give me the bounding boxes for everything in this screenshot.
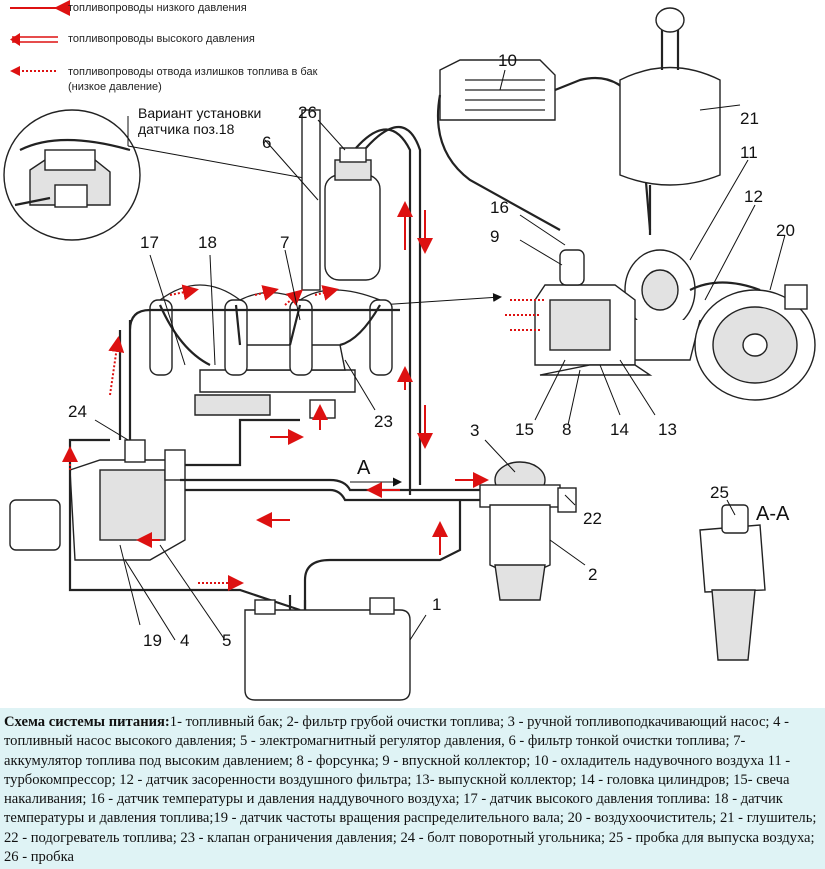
callout-5: 5	[222, 631, 231, 650]
callout-11: 11	[740, 143, 758, 162]
section-marker-label: А	[357, 457, 371, 479]
callout-14: 14	[610, 420, 629, 439]
callout-24: 24	[68, 402, 87, 421]
callout-21: 21	[740, 109, 759, 128]
callout-leaders	[94, 69, 786, 641]
callout-26: 26	[298, 103, 317, 122]
section-view-title: А-А	[756, 503, 790, 525]
callout-1: 1	[432, 595, 441, 614]
callout-10: 10	[498, 51, 517, 70]
inset-label-line1: Вариант установки	[138, 105, 261, 121]
fuel-system-diagram: топливопроводы низкого давления топливоп…	[3, 0, 816, 701]
legend-return-label-line1: топливопроводы отвода излишков топлива в…	[68, 66, 318, 78]
figure-caption: Схема системы питания:1- топливный бак; …	[0, 708, 825, 869]
legend-return-label-line2: (низкое давление)	[68, 81, 162, 93]
cylinder-head	[379, 249, 653, 376]
fine-filter	[301, 109, 422, 470]
callout-2: 2	[588, 565, 597, 584]
legend: топливопроводы низкого давления топливоп…	[10, 0, 318, 93]
callout-18: 18	[198, 233, 217, 252]
common-rail	[194, 344, 356, 419]
legend-return-lines: топливопроводы отвода излишков топлива в…	[10, 66, 318, 93]
sensor-18-inset: Вариант установки датчика поз.18	[3, 105, 317, 241]
inset-label-line2: датчика поз.18	[138, 121, 235, 137]
section-a-a: А-А	[699, 503, 790, 661]
fuel-tank	[244, 595, 411, 701]
callout-6: 6	[262, 133, 271, 152]
flow-arrows	[62, 201, 489, 591]
air-cleaner	[689, 281, 816, 401]
callout-8: 8	[562, 420, 571, 439]
caption-text: 1- топливный бак; 2- фильтр грубой очист…	[4, 714, 817, 866]
callout-17: 17	[140, 233, 159, 252]
callout-15: 15	[515, 420, 534, 439]
callout-numbers: 1 2 3 4 5 6 7 8 9 10 11 12 13 14 15 16 1…	[68, 51, 795, 650]
legend-high-pressure-label: топливопроводы высокого давления	[68, 33, 255, 45]
callout-9: 9	[490, 227, 499, 246]
callout-12: 12	[744, 187, 763, 206]
legend-low-pressure-label: топливопроводы низкого давления	[68, 2, 247, 14]
caption-title: Схема системы питания:	[4, 714, 170, 730]
intercooler	[436, 59, 652, 231]
callout-23: 23	[374, 412, 393, 431]
callout-16: 16	[490, 198, 509, 217]
legend-high-pressure: топливопроводы высокого давления	[10, 33, 255, 46]
injectors	[149, 284, 393, 376]
coarse-filter	[180, 461, 577, 610]
muffler	[619, 7, 721, 235]
callout-7: 7	[280, 233, 289, 252]
high-pressure-pump	[9, 308, 400, 612]
section-marker: А	[350, 457, 402, 487]
callout-4: 4	[180, 631, 189, 650]
callout-22: 22	[583, 509, 602, 528]
callout-19: 19	[143, 631, 162, 650]
legend-low-pressure: топливопроводы низкого давления	[10, 0, 247, 16]
callout-3: 3	[470, 421, 479, 440]
callout-20: 20	[776, 221, 795, 240]
callout-13: 13	[658, 420, 677, 439]
callout-25: 25	[710, 483, 729, 502]
